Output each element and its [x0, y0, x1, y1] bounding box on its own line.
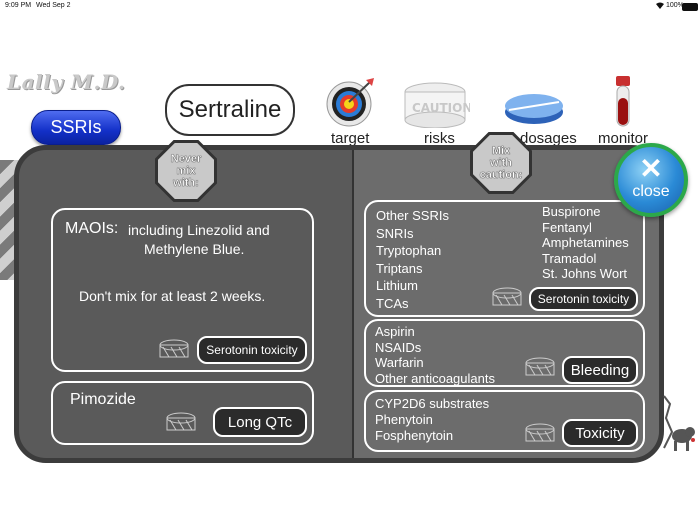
maoi-note: Don't mix for at least 2 weeks.: [79, 288, 266, 304]
list-item: NSAIDs: [375, 339, 422, 355]
list-item: Other anticoagulants: [375, 370, 495, 386]
bleeding-badge[interactable]: Bleeding: [562, 356, 638, 384]
wifi-icon: [656, 2, 664, 11]
list-item: St. Johns Wort: [542, 266, 628, 281]
list-item: SNRIs: [376, 225, 414, 241]
close-icon: ✕: [639, 153, 663, 184]
list-item: Phenytoin: [375, 412, 433, 427]
pimozide-card[interactable]: Pimozide Long QTc: [51, 381, 314, 445]
sign-text: Mix: [491, 144, 511, 157]
interactions-panel: MAOIs: including Linezolid and Methylene…: [14, 145, 664, 463]
list-item: Aspirin: [375, 324, 415, 339]
caution-tape-icon: [492, 287, 522, 306]
caution-tape-icon: [525, 423, 555, 442]
caution-tape-icon: [159, 339, 189, 358]
serotonin-caution-card[interactable]: Other SSRIs SNRIs Tryptophan Triptans Li…: [364, 200, 645, 317]
tab-risks[interactable]: CAUTION: [400, 80, 472, 129]
dog-figure-icon: [660, 392, 698, 456]
drug-name-field[interactable]: Sertraline: [165, 84, 295, 136]
maoi-detail-2: Methylene Blue.: [144, 241, 245, 257]
sign-text: with: [490, 156, 512, 169]
sign-text: mix: [176, 164, 196, 177]
bleeding-caution-card[interactable]: Aspirin NSAIDs Warfarin Other anticoagul…: [364, 319, 645, 387]
toxicity-badge[interactable]: Toxicity: [562, 419, 638, 447]
mix-caution-sign: Mix with caution:: [470, 132, 532, 194]
maoi-detail-1: including Linezolid and: [128, 222, 270, 238]
sign-text: Never: [170, 152, 202, 165]
tab-monitor[interactable]: [612, 76, 634, 130]
long-qtc-badge[interactable]: Long QTc: [213, 407, 307, 437]
list-item: Lithium: [376, 278, 418, 293]
target-icon: [326, 78, 374, 127]
maoi-card[interactable]: MAOIs: including Linezolid and Methylene…: [51, 208, 314, 372]
battery-percent: 100%: [666, 2, 684, 9]
list-item: Buspirone: [542, 204, 601, 219]
pimozide-title: Pimozide: [70, 391, 136, 408]
app-logo: Lally M.D.: [7, 70, 126, 94]
toxicity-list: CYP2D6 substrates Phenytoin Fosphenytoin: [375, 396, 489, 444]
blood-tube-icon: [616, 76, 630, 127]
close-button[interactable]: ✕ close: [614, 143, 688, 217]
list-item: Triptans: [376, 260, 423, 276]
bleeding-list: Aspirin NSAIDs Warfarin Other anticoagul…: [375, 324, 495, 386]
list-item: Tryptophan: [376, 243, 442, 258]
close-label: close: [632, 183, 670, 200]
drug-class-button[interactable]: SSRIs: [31, 110, 121, 145]
list-item: CYP2D6 substrates: [375, 396, 490, 411]
status-date: Wed Sep 2: [36, 2, 71, 9]
tab-monitor-label[interactable]: monitor: [598, 130, 649, 147]
drug-name: Sertraline: [178, 96, 282, 123]
tab-dosages-label[interactable]: dosages: [520, 130, 577, 147]
tab-target-label[interactable]: target: [331, 130, 370, 147]
list-item: Tramadol: [542, 250, 597, 266]
tab-dosages[interactable]: [503, 88, 565, 128]
serotonin-toxicity-badge[interactable]: Serotonin toxicity: [529, 287, 638, 311]
serotonin-toxicity-badge[interactable]: Serotonin toxicity: [197, 336, 307, 364]
pill-icon: [505, 94, 563, 124]
never-mix-sign: Never mix with:: [155, 140, 217, 202]
list-item: Warfarin: [375, 355, 424, 370]
sign-text: caution:: [479, 169, 523, 182]
list-item: TCAs: [376, 295, 409, 311]
tab-target[interactable]: [326, 78, 376, 130]
caution-tape-icon: CAUTION: [404, 82, 472, 129]
list-item: Other SSRIs: [376, 208, 449, 223]
battery-icon: [682, 3, 698, 11]
maoi-title: MAOIs:: [65, 220, 119, 237]
sign-text: with:: [173, 177, 199, 190]
serotonin-left-list: Other SSRIs SNRIs Tryptophan Triptans Li…: [376, 207, 449, 312]
serotonin-right-list: Buspirone Fentanyl Amphetamines Tramadol…: [542, 204, 629, 282]
toxicity-caution-card[interactable]: CYP2D6 substrates Phenytoin Fosphenytoin…: [364, 390, 645, 452]
svg-text:CAUTION: CAUTION: [412, 101, 470, 115]
caution-tape-icon: [166, 412, 196, 431]
list-item: Amphetamines: [542, 235, 629, 250]
list-item: Fosphenytoin: [375, 428, 454, 443]
tab-risks-label[interactable]: risks: [424, 130, 455, 147]
list-item: Fentanyl: [542, 219, 592, 235]
status-time: 9:09 PM: [5, 2, 32, 9]
caution-tape-icon: [525, 357, 555, 376]
